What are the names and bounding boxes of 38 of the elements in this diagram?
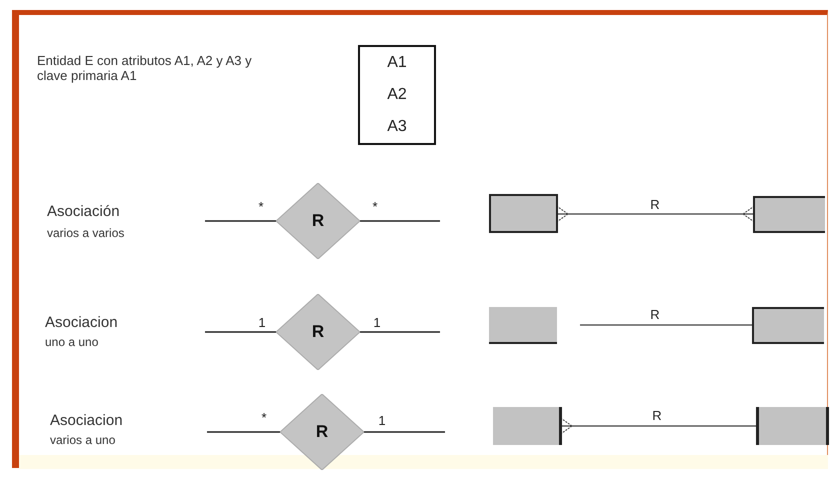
association-title: Asociación <box>47 203 121 220</box>
relationship-diamond <box>276 183 360 259</box>
attribute-label: A3 <box>387 118 407 136</box>
multiplicity-label: 1 <box>371 316 383 330</box>
relationship-diamond <box>276 294 360 370</box>
connector-line <box>205 331 276 333</box>
entity-box <box>753 196 825 233</box>
association-subtitle: varios a varios <box>47 226 126 240</box>
relationship-label: R <box>648 308 662 322</box>
entity-box <box>358 45 436 145</box>
multiplicity-label: 1 <box>376 414 388 428</box>
connector-line <box>207 431 280 433</box>
connector-line <box>558 206 754 222</box>
connector-line <box>364 431 445 433</box>
multiplicity-label: 1 <box>256 316 268 330</box>
attribute-label: A2 <box>387 86 407 104</box>
relationship-label: R <box>648 198 662 212</box>
entity-box <box>756 407 829 445</box>
relationship-name: R <box>312 211 324 231</box>
connector-line <box>580 324 752 326</box>
connector-line <box>562 418 756 434</box>
association-subtitle: varios a uno <box>50 433 116 447</box>
connector-line <box>360 331 440 333</box>
entity-box <box>752 307 824 344</box>
attribute-label: A1 <box>387 54 407 72</box>
connector-line <box>360 220 440 222</box>
relationship-diamond <box>280 394 364 470</box>
relationship-label: R <box>650 409 664 423</box>
relationship-name: R <box>312 322 324 342</box>
connector-line <box>205 220 276 222</box>
relationship-name: R <box>316 422 328 442</box>
entity-box <box>489 194 558 233</box>
entity-box <box>493 407 562 445</box>
association-subtitle: uno a uno <box>45 335 100 349</box>
description-text: Entidad E con atributos A1, A2 y A3 y clave primaria A1 <box>37 53 253 83</box>
association-title: Asociacion <box>50 412 124 429</box>
association-title: Asociacion <box>45 314 119 331</box>
entity-box <box>489 307 557 344</box>
